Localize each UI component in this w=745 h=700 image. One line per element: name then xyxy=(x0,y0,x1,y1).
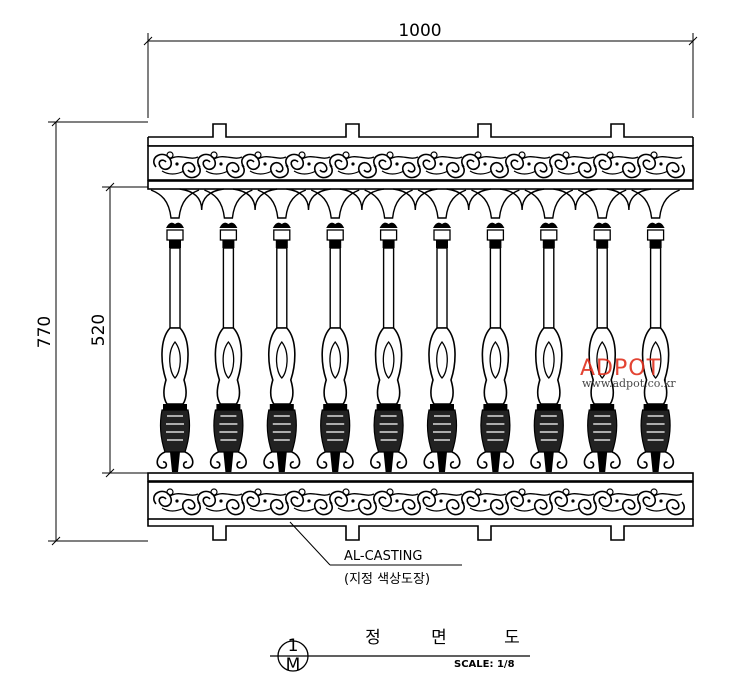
title-block: 1 M 정 면 도 SCALE: 1/8 xyxy=(270,628,530,675)
scroll-rosette xyxy=(386,151,394,159)
scroll-rosette xyxy=(562,151,570,159)
scroll-rosette xyxy=(210,151,218,159)
baluster xyxy=(524,189,574,472)
watermark-url: www.adpot.co.kr xyxy=(582,377,676,390)
baluster-height-dimension: 520 xyxy=(89,182,148,478)
arch-bracket xyxy=(393,188,438,211)
top-rail-scrollwork xyxy=(153,151,685,179)
scroll-rosette xyxy=(474,151,482,159)
total-height-dimension: 770 xyxy=(35,117,148,546)
scroll-rosette xyxy=(518,488,526,496)
scale-label: SCALE: 1/8 xyxy=(454,659,515,670)
arch-bracket xyxy=(553,188,598,211)
material-note: AL-CASTING (지정 색상도장) xyxy=(289,521,462,587)
baluster xyxy=(310,189,360,472)
detail-number: 1 xyxy=(288,636,299,656)
arch-bracket xyxy=(446,188,491,211)
scroll-rosette xyxy=(298,488,306,496)
width-dimension: 1000 xyxy=(143,21,698,118)
scroll-rosette xyxy=(254,488,262,496)
scroll-rosette xyxy=(650,488,658,496)
scroll-rosette xyxy=(386,488,394,496)
baluster xyxy=(631,189,680,472)
scroll-rosette xyxy=(254,151,262,159)
scroll-rosette xyxy=(342,151,350,159)
top-rail xyxy=(147,123,694,211)
baluster xyxy=(364,189,413,472)
scroll-rosette xyxy=(474,488,482,496)
material-note-line2: (지정 색상도장) xyxy=(344,572,430,587)
scroll-rosette xyxy=(166,151,174,159)
watermark-brand: ADPOT xyxy=(580,356,661,381)
arch-bracket xyxy=(500,188,545,211)
total-height-label: 770 xyxy=(35,316,55,348)
view-title-char-2: 면 xyxy=(431,628,447,648)
sheet-code: M xyxy=(286,655,301,675)
scroll-rosette xyxy=(210,488,218,496)
baluster-height-label: 520 xyxy=(89,314,109,346)
baluster xyxy=(150,189,200,472)
baluster xyxy=(471,189,520,472)
baluster xyxy=(204,189,253,472)
arch-bracket xyxy=(606,188,651,211)
scroll-rosette xyxy=(430,488,438,496)
arch-bracket xyxy=(179,188,224,211)
watermark: ADPOT www.adpot.co.kr xyxy=(580,356,676,390)
arch-bracket xyxy=(339,188,384,211)
scroll-rosette xyxy=(518,151,526,159)
scroll-rosette xyxy=(166,488,174,496)
width-dimension-label: 1000 xyxy=(398,21,441,41)
view-title-char-3: 도 xyxy=(504,628,520,648)
scroll-rosette xyxy=(606,151,614,159)
scroll-rosette xyxy=(606,488,614,496)
scroll-rosette xyxy=(650,151,658,159)
baluster xyxy=(417,189,467,472)
scroll-rosette xyxy=(430,151,438,159)
scroll-rosette xyxy=(342,488,350,496)
bottom-rail-scrollwork xyxy=(153,488,685,516)
bottom-rail xyxy=(147,472,694,541)
baluster-row xyxy=(150,189,680,472)
material-note-line1: AL-CASTING xyxy=(344,549,422,564)
scroll-rosette xyxy=(298,151,306,159)
arch-bracket xyxy=(286,188,331,211)
view-title-char-1: 정 xyxy=(365,628,381,648)
scroll-rosette xyxy=(562,488,570,496)
top-rail-arches xyxy=(179,188,651,211)
baluster xyxy=(257,189,307,472)
arch-bracket xyxy=(233,188,278,211)
baluster xyxy=(577,189,627,472)
